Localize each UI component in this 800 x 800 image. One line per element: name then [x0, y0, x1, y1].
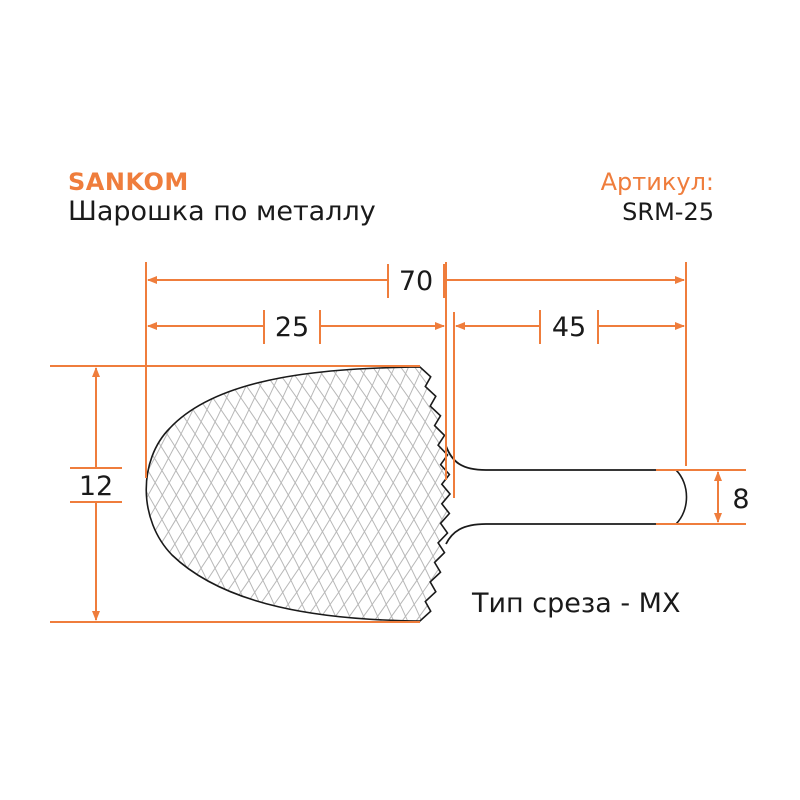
label-shank-length: 45	[552, 312, 586, 343]
hatch-line	[393, 367, 450, 621]
extension-lines	[50, 262, 746, 623]
dimension-total-length: 70	[147, 264, 685, 298]
hatch-line	[146, 367, 211, 621]
cut-type-label: Тип среза - MX	[472, 588, 681, 619]
label-total-length: 70	[399, 266, 433, 297]
dimension-shank-diameter: 8	[714, 471, 750, 523]
hatch-line	[0, 340, 70, 650]
hatch-line	[0, 340, 42, 650]
hatch-line	[351, 367, 450, 621]
hatch-line	[146, 367, 155, 621]
hatch-line	[337, 367, 450, 621]
product-title: Шарошка по металлу	[68, 196, 376, 227]
hatch-line	[0, 340, 84, 650]
label-head-length: 25	[275, 312, 309, 343]
hatch-line	[323, 367, 450, 621]
shank-end	[675, 469, 688, 525]
hatch-line	[351, 367, 450, 621]
hatch-line	[0, 340, 140, 650]
hatch-line	[0, 340, 70, 650]
hatch-line	[0, 340, 42, 650]
hatch-line	[337, 367, 450, 621]
sku-label: Артикул:	[600, 168, 714, 196]
hatch-line	[0, 340, 14, 650]
hatch-line	[0, 340, 140, 650]
hatch-line	[146, 367, 211, 621]
hatch-line	[309, 367, 450, 621]
dimension-shank-length: 45	[455, 310, 685, 344]
label-shank-diameter: 8	[732, 484, 749, 515]
hatch-line	[0, 340, 14, 650]
dimension-head-diameter: 12	[79, 367, 113, 621]
hatch-line	[0, 340, 28, 650]
hatch-line	[393, 367, 450, 621]
hatch-line	[0, 340, 56, 650]
hatch-line	[365, 367, 450, 621]
hatch-line	[146, 367, 295, 621]
brand-name: SANKOM	[68, 168, 189, 196]
hatch-line	[146, 367, 225, 621]
burr-shank	[445, 445, 686, 545]
hatch-line	[295, 367, 450, 621]
hatch-line	[365, 367, 450, 621]
hatch-line	[0, 340, 84, 650]
label-head-diameter: 12	[79, 471, 113, 502]
hatch-line	[0, 340, 28, 650]
hatch-line	[379, 367, 450, 621]
hatch-line	[309, 367, 450, 621]
sku-value: SRM-25	[622, 198, 714, 226]
hatch-line	[323, 367, 450, 621]
hatch-line	[146, 367, 225, 621]
hatch-line	[146, 367, 155, 621]
hatch-line	[0, 340, 56, 650]
hatch-line	[295, 367, 450, 621]
dimension-head-length: 25	[147, 310, 445, 344]
burr-head	[145, 366, 452, 622]
hatch-line	[379, 367, 450, 621]
hatch-line	[146, 367, 281, 621]
